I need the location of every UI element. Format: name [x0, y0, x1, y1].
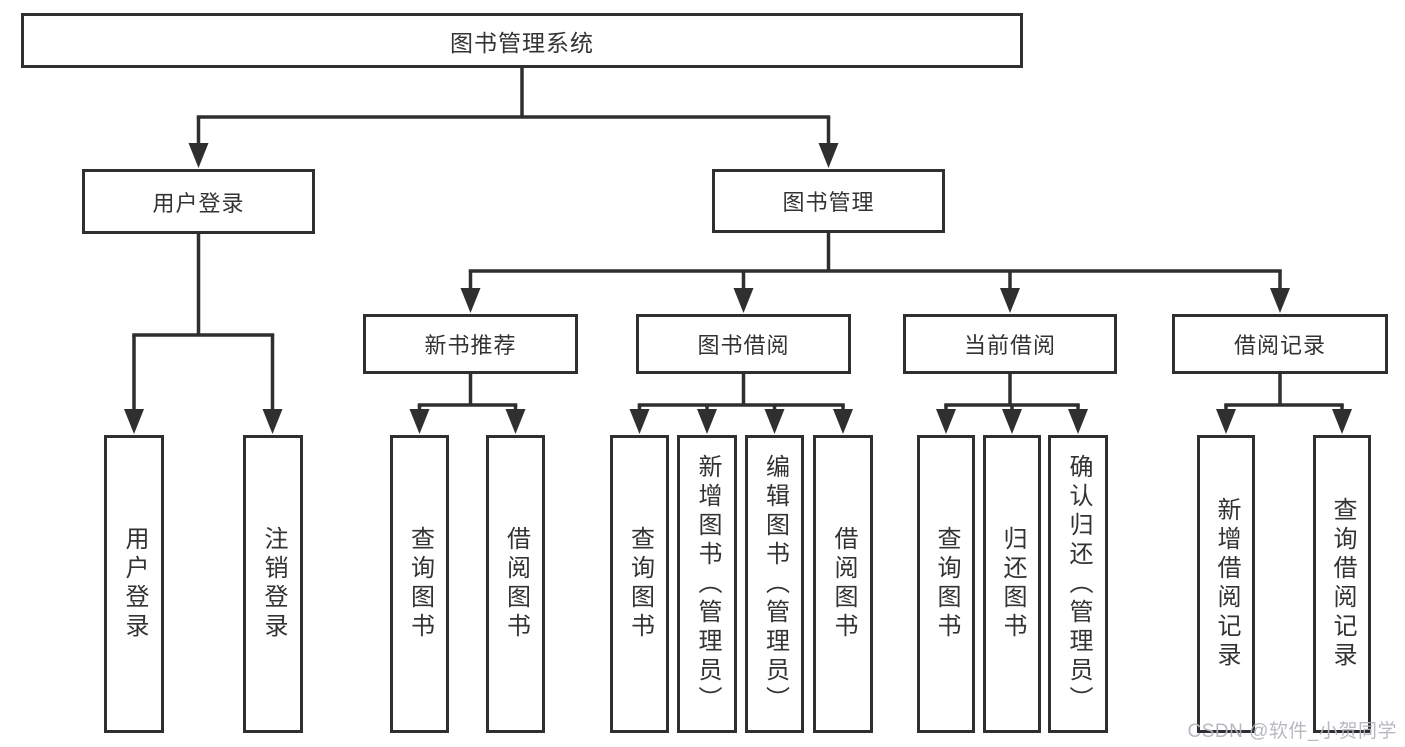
leaf-borrow-books: 借阅图书 [813, 435, 873, 733]
node-current-borrow: 当前借阅 [903, 314, 1117, 374]
node-borrow-record: 借阅记录 [1172, 314, 1388, 374]
leaf-label: 确认归还（管理员） [1065, 453, 1092, 715]
node-user-login: 用户登录 [82, 169, 315, 234]
leaf-logout: 注销登录 [243, 435, 303, 733]
leaf-label: 注销登录 [260, 526, 287, 642]
leaf-return-books: 归还图书 [983, 435, 1041, 733]
node-label: 当前借阅 [963, 333, 1056, 358]
leaf-confirm-return-admin: 确认归还（管理员） [1048, 435, 1108, 733]
leaf-edit-books-admin: 编辑图书（管理员） [745, 435, 804, 733]
leaf-label: 新增图书（管理员） [694, 453, 721, 715]
leaf-label: 借阅图书 [502, 526, 530, 642]
leaf-label: 查询图书 [626, 526, 654, 642]
leaf-borrow-books-recommend: 借阅图书 [486, 435, 545, 733]
node-book-borrow: 图书借阅 [636, 314, 851, 374]
node-label: 图书管理 [782, 190, 875, 215]
node-label: 借阅记录 [1233, 333, 1326, 358]
leaf-add-books-admin: 新增图书（管理员） [677, 435, 737, 733]
csdn-watermark: CSDN @软件_小贺同学 [1187, 721, 1397, 742]
leaf-label: 借阅图书 [830, 526, 857, 642]
node-label: 用户登录 [152, 190, 245, 216]
node-library-management-system: 图书管理系统 [21, 13, 1023, 68]
leaf-label: 查询图书 [406, 526, 434, 642]
leaf-query-borrow-record: 查询借阅记录 [1313, 435, 1371, 733]
leaf-query-books-recommend: 查询图书 [390, 435, 449, 733]
leaf-add-borrow-record: 新增借阅记录 [1197, 435, 1255, 733]
node-label: 新书推荐 [424, 333, 517, 358]
leaf-label: 查询图书 [933, 526, 960, 642]
node-new-book-recommend: 新书推荐 [363, 314, 578, 374]
node-book-management: 图书管理 [712, 169, 945, 233]
leaf-query-books-borrow: 查询图书 [610, 435, 669, 733]
leaf-label: 新增借阅记录 [1213, 497, 1240, 671]
leaf-label: 查询借阅记录 [1329, 497, 1356, 671]
leaf-query-books-current: 查询图书 [917, 435, 975, 733]
node-label: 图书管理系统 [450, 29, 594, 56]
leaf-user-login: 用户登录 [104, 435, 164, 733]
node-label: 图书借阅 [697, 333, 790, 358]
leaf-label: 归还图书 [999, 526, 1026, 642]
leaf-label: 用户登录 [121, 526, 148, 642]
leaf-label: 编辑图书（管理员） [761, 453, 789, 715]
